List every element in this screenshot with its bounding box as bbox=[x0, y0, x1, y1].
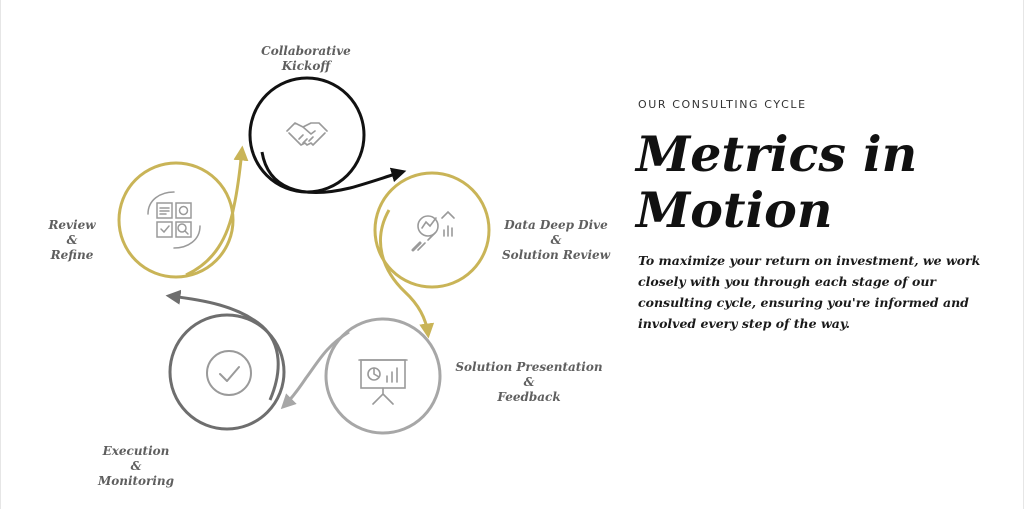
data-to-present-arrow bbox=[379, 209, 435, 339]
stage-label-review: Review & Refine bbox=[40, 218, 104, 263]
stage-label-line: Solution Presentation bbox=[455, 360, 603, 374]
stage-review-ring bbox=[117, 161, 235, 279]
stage-label-line: Solution Review bbox=[501, 248, 611, 262]
stage-present-ring bbox=[324, 317, 442, 435]
stage-label-line: & bbox=[130, 459, 142, 473]
section-overline: OUR CONSULTING CYCLE bbox=[638, 98, 807, 111]
handshake-icon bbox=[286, 122, 328, 146]
consulting-cycle-diagram bbox=[117, 76, 491, 435]
review-to-kickoff-arrow bbox=[185, 145, 249, 277]
stage-exec-ring bbox=[168, 313, 286, 431]
stage-data-ring bbox=[373, 171, 491, 289]
presentation-board-icon bbox=[358, 359, 408, 405]
page-border-left bbox=[0, 0, 1, 509]
stage-data bbox=[373, 171, 491, 339]
stage-label-line: Refine bbox=[50, 248, 94, 262]
stage-kickoff bbox=[248, 76, 407, 194]
stage-label-line: & bbox=[66, 233, 78, 247]
stage-review bbox=[117, 145, 249, 279]
stage-exec bbox=[165, 289, 286, 431]
page-title-line: Metrics in bbox=[636, 125, 918, 183]
stage-kickoff-ring bbox=[248, 76, 366, 194]
stage-label-line: Kickoff bbox=[281, 59, 331, 73]
section-description: To maximize your return on investment, w… bbox=[638, 253, 981, 331]
stage-label-line: Collaborative bbox=[261, 44, 351, 58]
exec-to-review-arrow bbox=[165, 289, 280, 401]
stage-present bbox=[280, 317, 442, 435]
grid-review-icon bbox=[147, 191, 201, 249]
stage-label-line: Feedback bbox=[497, 390, 561, 404]
stage-label-kickoff: Collaborative Kickoff bbox=[246, 44, 366, 74]
stage-label-line: Monitoring bbox=[97, 474, 175, 488]
kickoff-to-data-arrow bbox=[260, 151, 407, 194]
stage-label-line: Data Deep Dive bbox=[504, 218, 608, 232]
magnifier-chart-icon bbox=[411, 210, 455, 252]
stage-label-line: Review bbox=[48, 218, 96, 232]
stage-label-line: & bbox=[550, 233, 562, 247]
stage-label-exec: Execution & Monitoring bbox=[88, 444, 184, 489]
stage-label-present: Solution Presentation & Feedback bbox=[448, 360, 610, 405]
page-title-line: Motion bbox=[636, 181, 833, 239]
stage-label-data: Data Deep Dive & Solution Review bbox=[496, 218, 616, 263]
stage-label-line: Execution bbox=[102, 444, 170, 458]
stage-label-line: & bbox=[523, 375, 535, 389]
present-to-exec-arrow bbox=[280, 330, 350, 410]
page-title: Metrics in Motion bbox=[636, 126, 1006, 238]
checkmark-circle-icon bbox=[206, 350, 252, 396]
